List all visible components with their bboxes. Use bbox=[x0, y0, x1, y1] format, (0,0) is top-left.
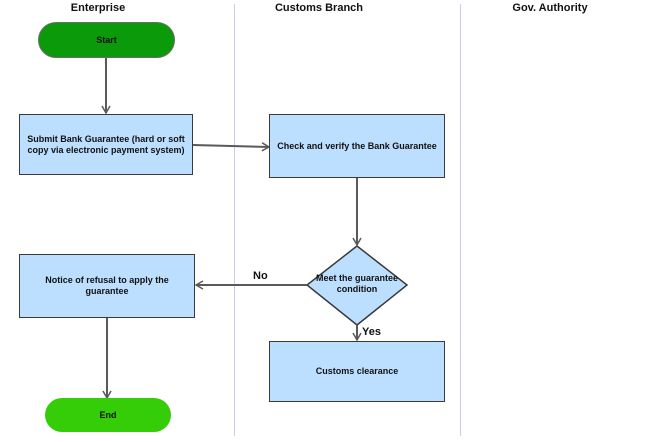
start-node: Start bbox=[38, 22, 175, 58]
lane-title-customs-branch: Customs Branch bbox=[274, 2, 364, 14]
edge-label-yes: Yes bbox=[362, 326, 381, 338]
lane-title-gov-authority: Gov. Authority bbox=[512, 2, 588, 14]
customs-clearance-box: Customs clearance bbox=[269, 341, 445, 402]
lane-title-enterprise: Enterprise bbox=[70, 2, 126, 14]
submit-bank-guarantee-box: Submit Bank Guarantee (hard or soft copy… bbox=[19, 114, 193, 175]
end-node: End bbox=[45, 398, 171, 432]
lane-divider-2 bbox=[460, 4, 461, 436]
edge-label-no: No bbox=[253, 270, 268, 282]
edge-submit-to-check bbox=[192, 142, 271, 152]
decision-label: Meet the guarantee condition bbox=[315, 273, 399, 294]
check-verify-box: Check and verify the Bank Guarantee bbox=[269, 114, 445, 178]
notice-refusal-box: Notice of refusal to apply the guarantee bbox=[19, 254, 195, 318]
lane-divider-1 bbox=[234, 4, 235, 436]
